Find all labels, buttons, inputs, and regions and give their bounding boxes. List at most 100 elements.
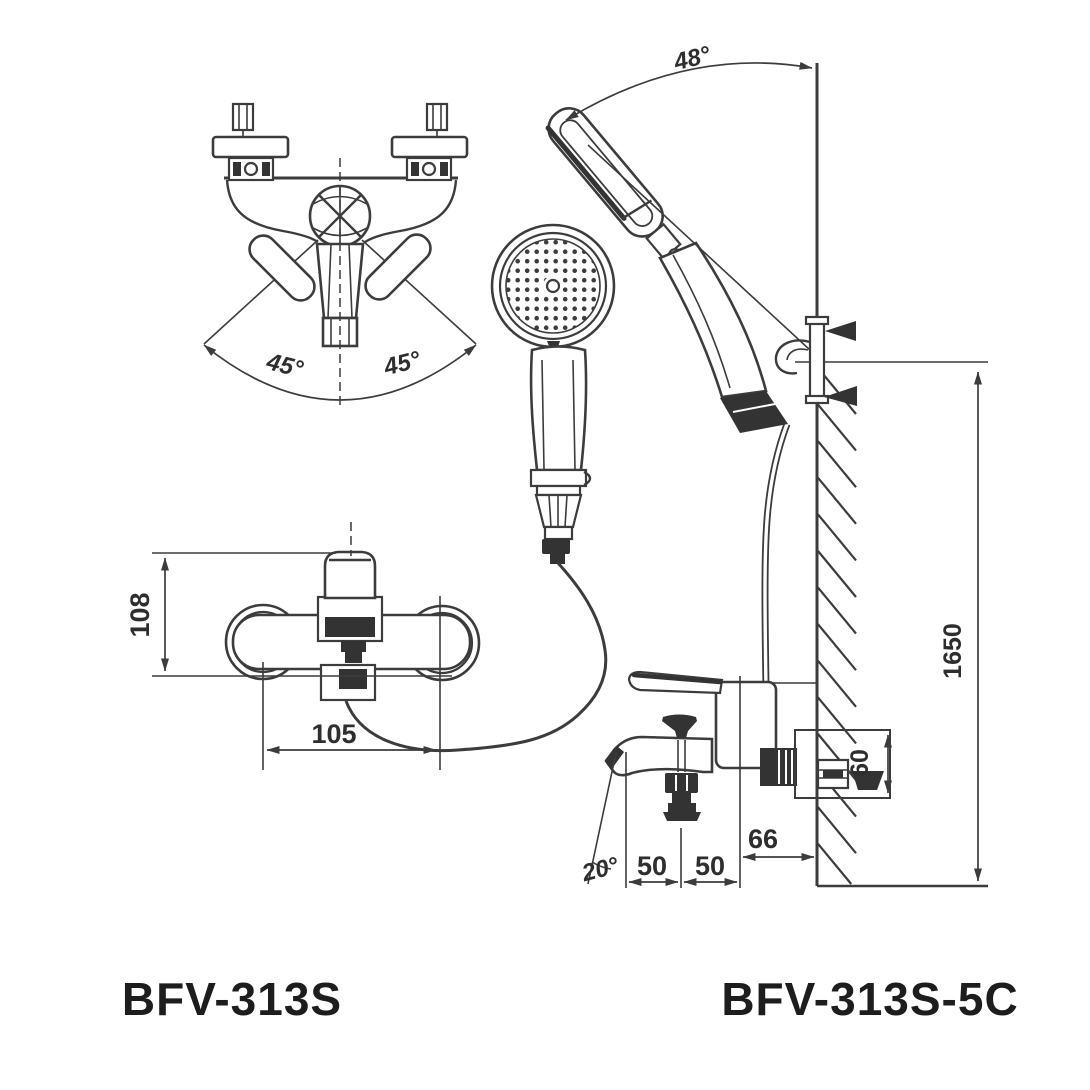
dim-50b-label: 50 [695,851,725,881]
dim-105-label: 105 [311,719,356,749]
dim-1650-label: 1650 [939,623,967,679]
nut-detail [262,162,270,176]
dimension-lines [152,371,983,888]
wall-union-right [390,102,469,182]
handle-cylinder [364,233,432,301]
handle-position-left [248,234,316,302]
nut-detail [440,162,448,176]
cartridge-band [325,617,375,637]
union-flange [390,135,469,159]
handle-side [658,241,768,399]
dim-66-label: 66 [748,824,778,854]
nut-center [243,161,259,177]
dim-45-left-label: 45° [263,348,306,383]
shower-bracket [774,315,857,406]
spout-angle-wedge [587,752,617,885]
bracket-flange-bottom [804,394,830,405]
spout-underside-stem [672,793,691,803]
handle-cylinder [248,234,316,302]
spout-underside-flare [663,812,701,821]
body-detail [345,652,362,663]
union-flange [211,135,290,159]
bath-spout-assembly [604,714,714,821]
spout-underside-ring [668,803,696,812]
model-label-right: BFV-313S-5C [721,973,1018,1025]
wall-hatching [817,367,857,885]
mixer-handle-knob [323,550,377,600]
diverter-knob [662,714,697,738]
mixer-front-view [224,522,481,702]
nut-center [421,161,437,177]
hatch-line [817,440,857,488]
hatch-line [817,477,857,525]
valve-body-left [225,179,319,244]
hatch-line [817,623,857,671]
cone-rib [564,494,568,528]
mixer-body-side [714,680,778,770]
wall-union-side [760,729,891,799]
dim-48-label: 48° [670,41,713,76]
hose-connector [529,468,592,564]
spout-underside-nut [665,773,698,793]
bath-spout [604,735,714,777]
anchor-screw-bottom [824,386,857,406]
faceplate-center-ring [545,278,561,294]
model-label-left: BFV-313S [122,973,342,1025]
nut-detail [233,162,241,176]
hanging-hook [583,470,592,487]
connector-slit [732,403,776,413]
head-axis-line [587,144,811,351]
column-detail [348,243,353,319]
hatch-line [817,550,857,598]
handle-side-detail [672,254,731,389]
body-detail [341,641,366,652]
shower-head-side [545,107,692,273]
hatch-line [817,843,853,885]
handle-position-right [364,233,432,301]
connector-step [535,484,582,497]
top-valve-front-view [203,102,477,408]
handle-edge-detail [541,359,545,470]
faceplate-edge [545,125,627,221]
swing-radial-left [203,239,319,345]
bolt-head [425,102,449,132]
swing-radial-right [361,239,477,345]
dim-60-label: 60 [846,749,874,777]
installation-side-view [545,61,988,888]
anchor-screw-top [825,321,856,341]
coupling-band [823,770,843,778]
hatch-line [817,660,857,708]
connector-step [529,468,588,488]
handshower-front-view [344,223,616,753]
hatch-line [817,733,857,781]
handshower-side-view [545,107,788,433]
handle-edge-detail [572,359,576,470]
dim-108-label: 108 [125,592,155,637]
valve-body-right [364,179,458,244]
column-detail [327,243,332,319]
angle-arc [591,861,612,870]
dim-20-label: 20° [578,852,621,887]
hatch-line [817,586,857,635]
shower-handle [529,345,588,472]
connector-collar [543,525,574,541]
dim-45-right-label: 45° [380,346,423,381]
hatch-line [817,806,857,854]
neck-seam [621,199,653,220]
outlet-detail [339,669,367,689]
nut-detail [411,162,419,176]
bolt-head [231,102,255,132]
holder-clamp [774,339,811,375]
supply-pipe-fitting [852,771,884,790]
hatch-line [817,513,857,562]
wall-union-left [211,102,290,182]
hose-tip [550,554,565,564]
hatch-line [817,403,857,452]
head-angle-arc [565,61,813,121]
lever-top-edge [631,672,723,685]
model-labels: BFV-313S BFV-313S-5C [122,973,1018,1025]
dim-50a-label: 50 [637,851,667,881]
connector-nut [542,539,570,554]
